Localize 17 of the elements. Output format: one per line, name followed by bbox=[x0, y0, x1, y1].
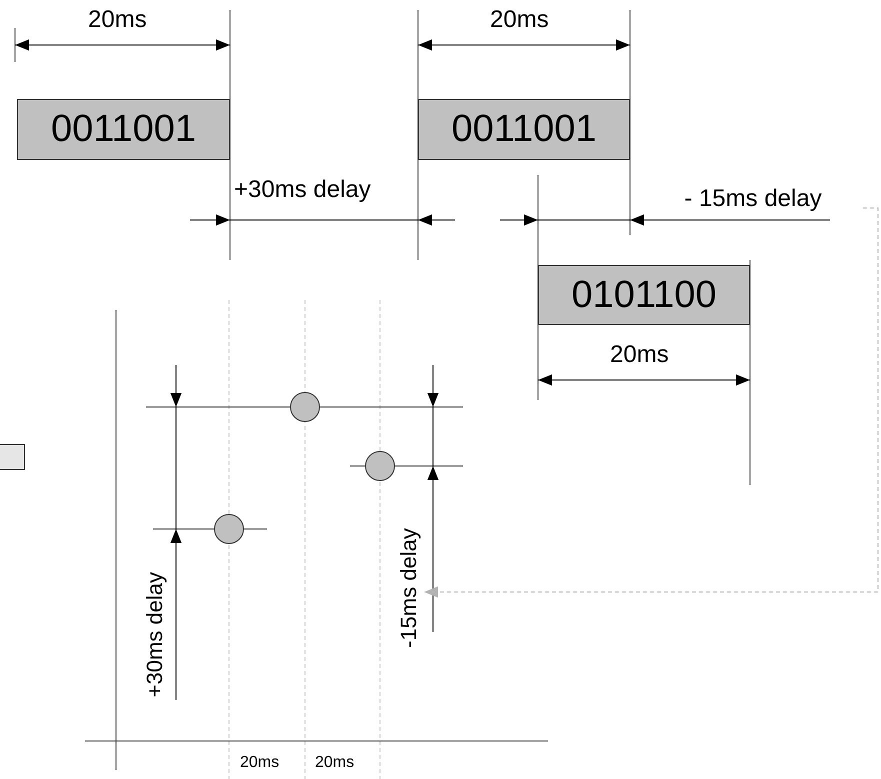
duration-label: 20ms bbox=[610, 343, 669, 367]
data-point bbox=[214, 514, 244, 544]
data-point bbox=[290, 392, 320, 422]
arrow bbox=[424, 208, 878, 598]
packet-box: 0011001 bbox=[418, 99, 630, 160]
delay-label: +30ms delay bbox=[234, 178, 371, 202]
data-point bbox=[365, 451, 395, 481]
axis-label: 20ms bbox=[315, 755, 354, 771]
duration-label: 20ms bbox=[88, 8, 147, 32]
duration-label: 20ms bbox=[490, 8, 549, 32]
delay-label: - 15ms delay bbox=[643, 186, 863, 212]
packet-box bbox=[0, 444, 25, 470]
delay-label: -15ms delay bbox=[396, 513, 422, 663]
delay-label: +30ms delay bbox=[144, 572, 166, 698]
packet-box: 0101100 bbox=[538, 265, 750, 325]
packet-box: 0011001 bbox=[17, 99, 230, 160]
axis-label: 20ms bbox=[240, 755, 280, 771]
